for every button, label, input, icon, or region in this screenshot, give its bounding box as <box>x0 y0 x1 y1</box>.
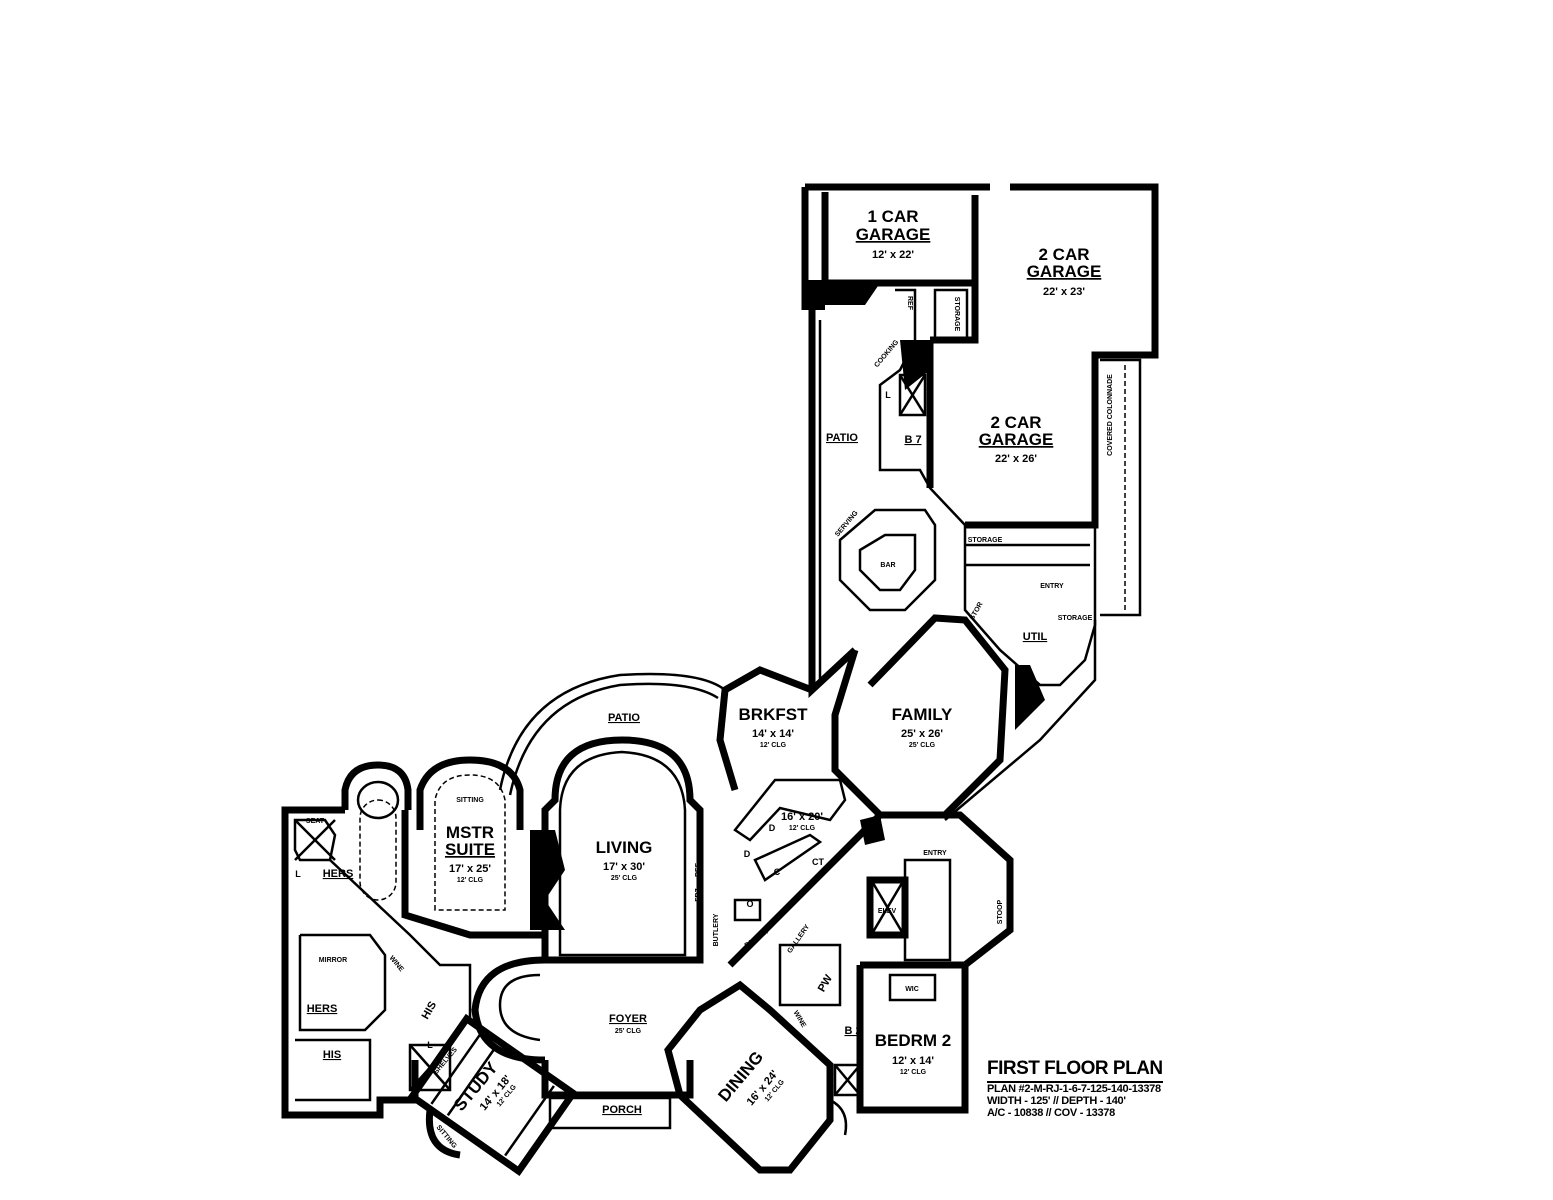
family-ceiling: 25' CLG <box>909 742 936 749</box>
bedrm2-ceiling: 12' CLG <box>900 1069 927 1076</box>
bar-label: BAR <box>880 562 895 569</box>
master-walls <box>341 756 545 939</box>
kitchen-c: C <box>774 867 781 877</box>
plan-title: FIRST FLOOR PLAN <box>987 1058 1163 1083</box>
plan-area: A/C - 10838 // COV - 13378 <box>987 1107 1115 1119</box>
colonnade-label: COVERED COLONNADE <box>1107 374 1114 456</box>
garage2-lower-label2: GARAGE <box>979 430 1054 449</box>
his-l-label: L <box>427 1040 433 1050</box>
util-entry-walls <box>944 525 1097 821</box>
wine-label: WINE <box>792 1010 807 1030</box>
kitchen-d1: D <box>769 823 776 833</box>
patio-side-label: PATIO <box>826 432 858 444</box>
garage2-upper-label2: GARAGE <box>1027 262 1102 281</box>
garage1-size: 12' x 22' <box>872 249 914 261</box>
storage-garage-label: STORAGE <box>953 297 960 332</box>
living-ceiling: 25' CLG <box>611 875 638 882</box>
brkfst-size: 14' x 14' <box>752 728 794 740</box>
wine-master-label: WINE <box>388 955 405 974</box>
foyer-ceiling: 25' CLG <box>615 1028 642 1035</box>
living-size: 17' x 30' <box>603 861 645 873</box>
his-closet-label: HIS <box>323 1049 341 1061</box>
garage2-lower-size: 22' x 26' <box>995 453 1037 465</box>
garage2-upper-size: 22' x 23' <box>1043 286 1085 298</box>
bath7-label: B 7 <box>904 434 921 446</box>
foyer-label: FOYER <box>609 1013 647 1025</box>
garage-wing-walls <box>801 183 1159 617</box>
bedrm2-size: 12' x 14' <box>892 1055 934 1067</box>
wic-label: WIC <box>905 986 919 993</box>
plan-number: PLAN #2-M-RJ-1-6-7-125-140-13378 <box>987 1083 1161 1095</box>
hers-l-label: L <box>295 869 301 879</box>
mstr-label: MSTR <box>446 823 494 842</box>
pw-label: PW <box>816 972 836 994</box>
rear-patio-arc <box>498 672 726 791</box>
o-label: O <box>746 899 753 909</box>
storage-util-label: STORAGE <box>1058 615 1093 622</box>
dining-walls <box>664 980 848 1174</box>
hers-closet-label: HERS <box>307 1003 338 1015</box>
living-label: LIVING <box>596 838 653 857</box>
family-size: 25' x 26' <box>901 728 943 740</box>
brkfst-label: BRKFST <box>739 705 809 724</box>
seat-label: SEAT <box>306 818 325 825</box>
kitchen-ceiling: 12' CLG <box>789 825 816 832</box>
hers-bath-label: HERS <box>323 868 354 880</box>
kitchen <box>727 778 883 968</box>
stor-label: STOR <box>969 601 985 621</box>
study-walls <box>407 1013 579 1176</box>
stoop-label: STOOP <box>997 899 1004 924</box>
garage1-label2: GARAGE <box>856 225 931 244</box>
b7-l-label: L <box>885 390 891 400</box>
cooking-label: COOKING <box>873 339 900 370</box>
study-sitting-bay <box>425 1109 461 1159</box>
garage2-lower-label: 2 CAR <box>990 413 1041 432</box>
kitchen-d2: D <box>744 849 751 859</box>
kitchen-ct: CT <box>812 857 824 867</box>
butlery-label: BUTLERY <box>713 913 720 946</box>
entry-front-label: ENTRY <box>923 850 947 857</box>
mstr-ceiling: 12' CLG <box>457 877 484 884</box>
elev-label: ELEV <box>878 908 897 915</box>
ref2-label: REF <box>695 862 702 877</box>
porch-label: PORCH <box>602 1104 642 1116</box>
storage-entry-label: STORAGE <box>968 537 1003 544</box>
his-bath-label: HIS <box>420 1000 440 1022</box>
mstr-sitting-label: SITTING <box>456 797 484 804</box>
living-walls <box>530 736 704 964</box>
ref-label: REF <box>906 296 913 311</box>
frz-label: FRZ <box>695 887 702 901</box>
patio-rear-label: PATIO <box>608 712 640 724</box>
bedrm2-label: BEDRM 2 <box>875 1031 952 1050</box>
util-label: UTIL <box>1023 631 1048 643</box>
entry-bedroom-walls <box>778 811 1014 1114</box>
plan-legend: FIRST FLOOR PLAN PLAN #2-M-RJ-1-6-7-125-… <box>987 1058 1163 1119</box>
entry-side-label: ENTRY <box>1040 583 1064 590</box>
plan-dimensions: WIDTH - 125' // DEPTH - 140' <box>987 1095 1126 1107</box>
mirror-label: MIRROR <box>319 957 347 964</box>
garage1-label: 1 CAR <box>867 207 918 226</box>
gallery-label: GALLERY <box>786 923 811 954</box>
kitchen-size: 16' x 20' <box>781 811 823 823</box>
garage2-upper-label: 2 CAR <box>1038 245 1089 264</box>
b2-label: B 2 <box>844 1025 861 1037</box>
pantry-label: PANTRY <box>744 928 771 950</box>
mstr-label2: SUITE <box>445 840 495 859</box>
family-label: FAMILY <box>892 705 953 724</box>
mstr-size: 17' x 25' <box>449 863 491 875</box>
brkfst-ceiling: 12' CLG <box>760 742 787 749</box>
